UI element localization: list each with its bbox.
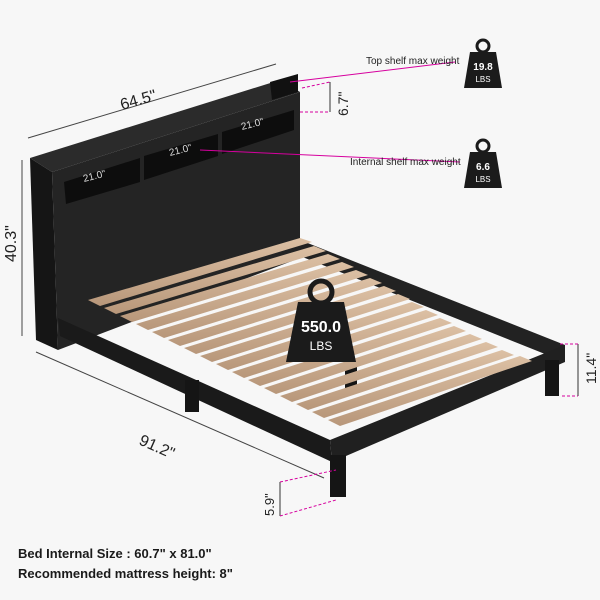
bed-frame xyxy=(58,240,565,497)
top-shelf-weight-unit: LBS xyxy=(475,75,490,84)
cubby-middle xyxy=(144,134,218,180)
internal-shelf-weight-value: 6.6 xyxy=(476,162,490,173)
frame-height-label: 11.4" xyxy=(583,353,599,384)
leg-mid xyxy=(185,380,199,412)
internal-shelf-weight-icon: 6.6 LBS xyxy=(464,138,502,188)
bed-capacity-unit: LBS xyxy=(310,339,333,353)
cubby-left xyxy=(64,158,140,204)
internal-shelf-weight-unit: LBS xyxy=(475,175,490,184)
leg-front xyxy=(330,455,346,497)
headboard xyxy=(30,74,300,350)
leg-right xyxy=(545,360,559,396)
bed-capacity-weight-icon: 550.0 LBS xyxy=(286,278,356,362)
cubby-right xyxy=(222,110,294,154)
top-shelf-weight-value: 19.8 xyxy=(473,62,493,73)
top-shelf-weight-icon: 19.8 LBS xyxy=(464,38,502,88)
internal-size-text: Bed Internal Size : 60.7" x 81.0" xyxy=(18,546,212,561)
bed-capacity-value: 550.0 xyxy=(301,319,341,336)
leg-height-label: 5.9" xyxy=(262,493,277,516)
dimension-lines xyxy=(21,61,579,517)
height-label: 40.3" xyxy=(3,225,20,262)
length-label: 91.2" xyxy=(136,432,177,463)
top-shelf-height-label: 6.7" xyxy=(335,92,351,116)
internal-shelf-weight-label: Internal shelf max weight xyxy=(350,157,461,168)
top-shelf-weight-label: Top shelf max weight xyxy=(366,56,460,67)
width-label: 64.5" xyxy=(118,87,158,113)
mattress-height-text: Recommended mattress height: 8" xyxy=(18,566,233,581)
